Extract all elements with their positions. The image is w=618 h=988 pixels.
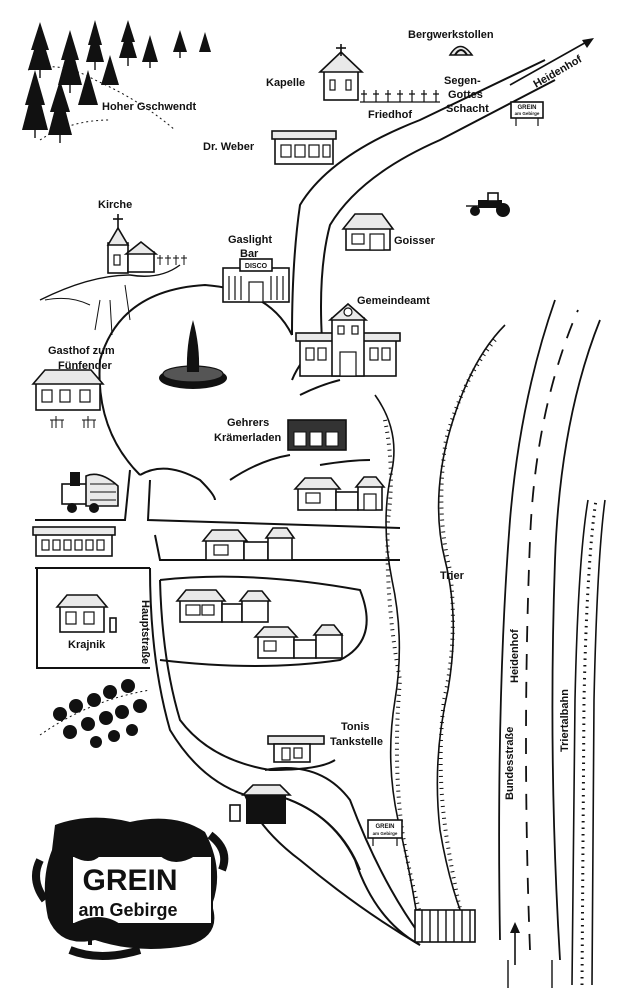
label-goisser: Goisser <box>394 235 436 247</box>
goisser-building <box>341 213 395 251</box>
label-hoher-gschwendt: Hoher Gschwendt <box>102 101 196 113</box>
fountain <box>159 320 227 389</box>
label-gasthof-2: Fünfender <box>58 360 112 372</box>
orchard <box>39 679 151 748</box>
mine-entrance <box>448 45 474 56</box>
house-row-3 <box>175 589 272 623</box>
grein-sign-top: GREIN am Gebirge <box>510 101 544 126</box>
gaslight-bar-building: DISCO <box>222 258 290 303</box>
krajnik-building <box>55 594 117 633</box>
friedhof-crosses <box>360 90 440 103</box>
label-gehrers-2: Krämerladen <box>214 432 282 444</box>
grein-sign-bottom: GREIN am Gebirge <box>367 819 403 846</box>
long-building <box>32 526 116 557</box>
bundesstrasse-road <box>498 299 601 988</box>
label-gemeindeamt: Gemeindeamt <box>357 295 430 307</box>
railway-triertalbahn <box>571 499 606 986</box>
tractor-icon <box>466 192 510 217</box>
kapelle-building <box>318 44 364 101</box>
label-kapelle: Kapelle <box>266 77 305 89</box>
label-trier: Trier <box>440 570 465 582</box>
label-gasthof-1: Gasthof zum <box>48 345 115 357</box>
label-heidenhof-road: Heidenhof <box>509 629 521 683</box>
forest-hoher-gschwendt <box>22 20 211 143</box>
arrow-heidenhof-road <box>509 38 594 86</box>
label-gehrers-1: Gehrers <box>227 417 269 429</box>
big-sign-line2: am Gebirge <box>78 900 177 920</box>
label-segen-3: Schacht <box>446 103 489 115</box>
label-segen-2: Gottes <box>448 89 483 101</box>
gemeindeamt-building <box>295 302 401 377</box>
bridge <box>414 909 476 943</box>
sign-bottom-line1: GREIN <box>375 824 394 830</box>
kirche-building <box>39 214 187 336</box>
house-row-1 <box>293 476 386 511</box>
label-bundesstrasse: Bundesstraße <box>504 727 516 800</box>
label-gaslight-2: Bar <box>240 248 259 260</box>
tankstelle-building <box>267 735 325 763</box>
label-bergwerkstollen: Bergwerkstollen <box>408 29 494 41</box>
house-row-4 <box>253 624 344 659</box>
label-segen-1: Segen- <box>444 75 481 87</box>
label-krajnik: Krajnik <box>68 639 106 651</box>
label-tonis-1: Tonis <box>341 721 370 733</box>
sign-bottom-line2: am Gebirge <box>373 831 398 836</box>
arrow-bundesstrasse <box>510 922 520 965</box>
road-network <box>35 59 556 946</box>
house-row-2 <box>201 527 296 561</box>
sign-top-line1: GREIN <box>517 105 536 111</box>
big-sign-line1: GREIN <box>82 864 177 897</box>
gasthof-building <box>31 369 105 428</box>
grein-sign-large: GREIN am Gebirge <box>32 817 229 960</box>
label-dr-weber: Dr. Weber <box>203 141 255 153</box>
barn-building <box>229 784 292 824</box>
label-gaslight-1: Gaslight <box>228 234 272 246</box>
machine-icon <box>61 472 119 513</box>
kramerladen-building <box>287 419 347 451</box>
dr-weber-building <box>271 130 337 165</box>
label-kirche: Kirche <box>98 199 132 211</box>
disco-sign: DISCO <box>245 263 268 270</box>
label-hauptstrasse: Hauptstraße <box>139 600 151 664</box>
river-trier <box>374 324 506 936</box>
sign-top-line2: am Gebirge <box>515 111 540 116</box>
label-friedhof: Friedhof <box>368 109 412 121</box>
label-tonis-2: Tankstelle <box>330 736 383 748</box>
label-triertalbahn: Triertalbahn <box>559 689 571 752</box>
